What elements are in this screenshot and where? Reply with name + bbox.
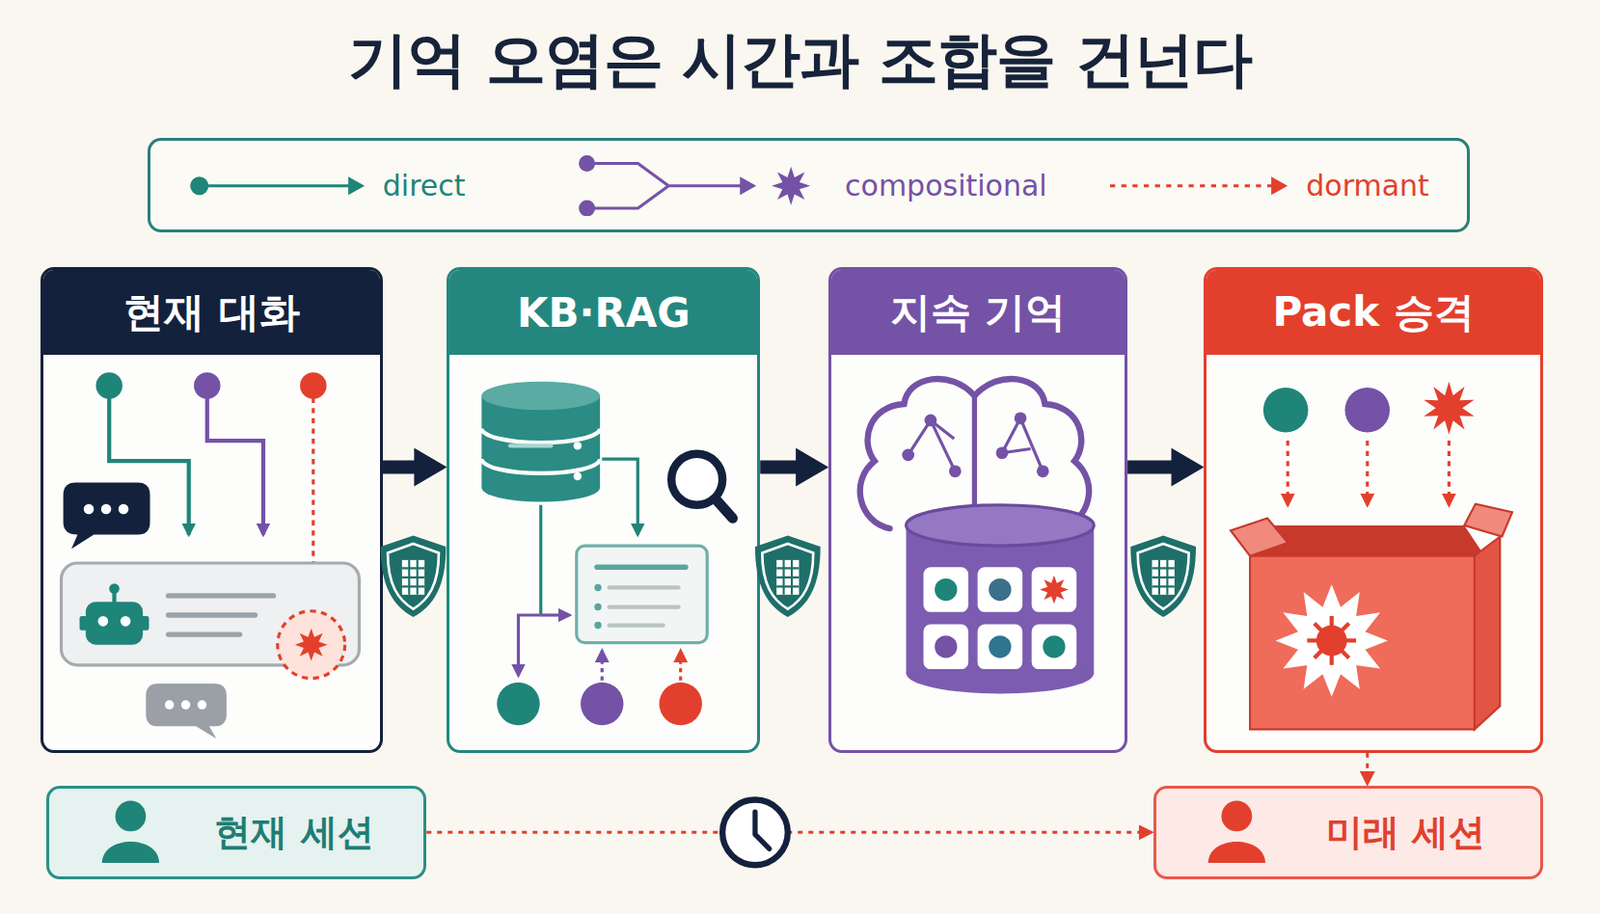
legend-sample [576, 155, 831, 217]
dormant-connector [426, 831, 1145, 835]
dormant-connector [1365, 753, 1369, 779]
legend-sample [348, 176, 365, 195]
session-box: 미래 세션 [1153, 786, 1544, 880]
guard-shield [1138, 543, 1190, 610]
guard-shield [387, 543, 439, 610]
guard-shield [761, 543, 814, 610]
clock-icon [722, 800, 788, 867]
guard-shield [402, 560, 425, 596]
diagram-title: 기억 오염은 시간과 조합을 건넌다 [0, 19, 1600, 101]
guard-shield [1152, 560, 1175, 596]
flow-arrow [759, 461, 810, 475]
panel-heading: KB·RAG [449, 270, 758, 355]
legend-sample [771, 165, 811, 205]
legend-item: direct [187, 155, 466, 217]
legend-label: direct [382, 168, 466, 203]
legend-item: compositional [576, 155, 1048, 217]
clock-icon [722, 800, 788, 867]
legend-sample [1271, 176, 1288, 195]
legend-label: dormant [1305, 168, 1430, 203]
clock-icon [755, 812, 770, 849]
guard-shield [380, 535, 447, 618]
guard-shield [1130, 535, 1196, 618]
guard-shield [755, 535, 821, 618]
guard-shield [402, 560, 425, 596]
stage-panel: Pack 승격 [1203, 267, 1543, 754]
session-box: 현재 세션 [46, 786, 428, 880]
legend-sample [739, 176, 757, 195]
legend-sample [1110, 184, 1275, 188]
panel-heading: Pack 승격 [1206, 270, 1540, 355]
legend-sample [187, 155, 369, 217]
legend-item: dormant [1110, 155, 1430, 217]
guard-shield [380, 535, 447, 618]
legend-sample [198, 184, 356, 188]
legend-sample [578, 155, 596, 172]
node-label: 현재 세션 [214, 808, 374, 858]
legend-sample [1110, 155, 1292, 217]
stage-panel: 현재 대화 [40, 267, 382, 754]
guard-shield [776, 560, 799, 596]
flow-arrow [1127, 461, 1185, 475]
legend-sample [586, 162, 745, 209]
stage-panel: KB·RAG [446, 267, 760, 754]
panel-heading: 현재 대화 [43, 270, 380, 355]
flow-arrow [382, 461, 429, 475]
legend-sample [189, 176, 209, 195]
guard-shield [755, 535, 821, 618]
node-label: 미래 세션 [1326, 808, 1486, 858]
legend-sample [578, 199, 596, 217]
stage-panel: 지속 기억 [828, 267, 1128, 754]
guard-shield [1130, 535, 1196, 618]
guard-shield [776, 560, 799, 596]
guard-shield [1152, 560, 1175, 596]
legend-label: compositional [844, 168, 1048, 203]
panel-heading: 지속 기억 [831, 270, 1125, 355]
